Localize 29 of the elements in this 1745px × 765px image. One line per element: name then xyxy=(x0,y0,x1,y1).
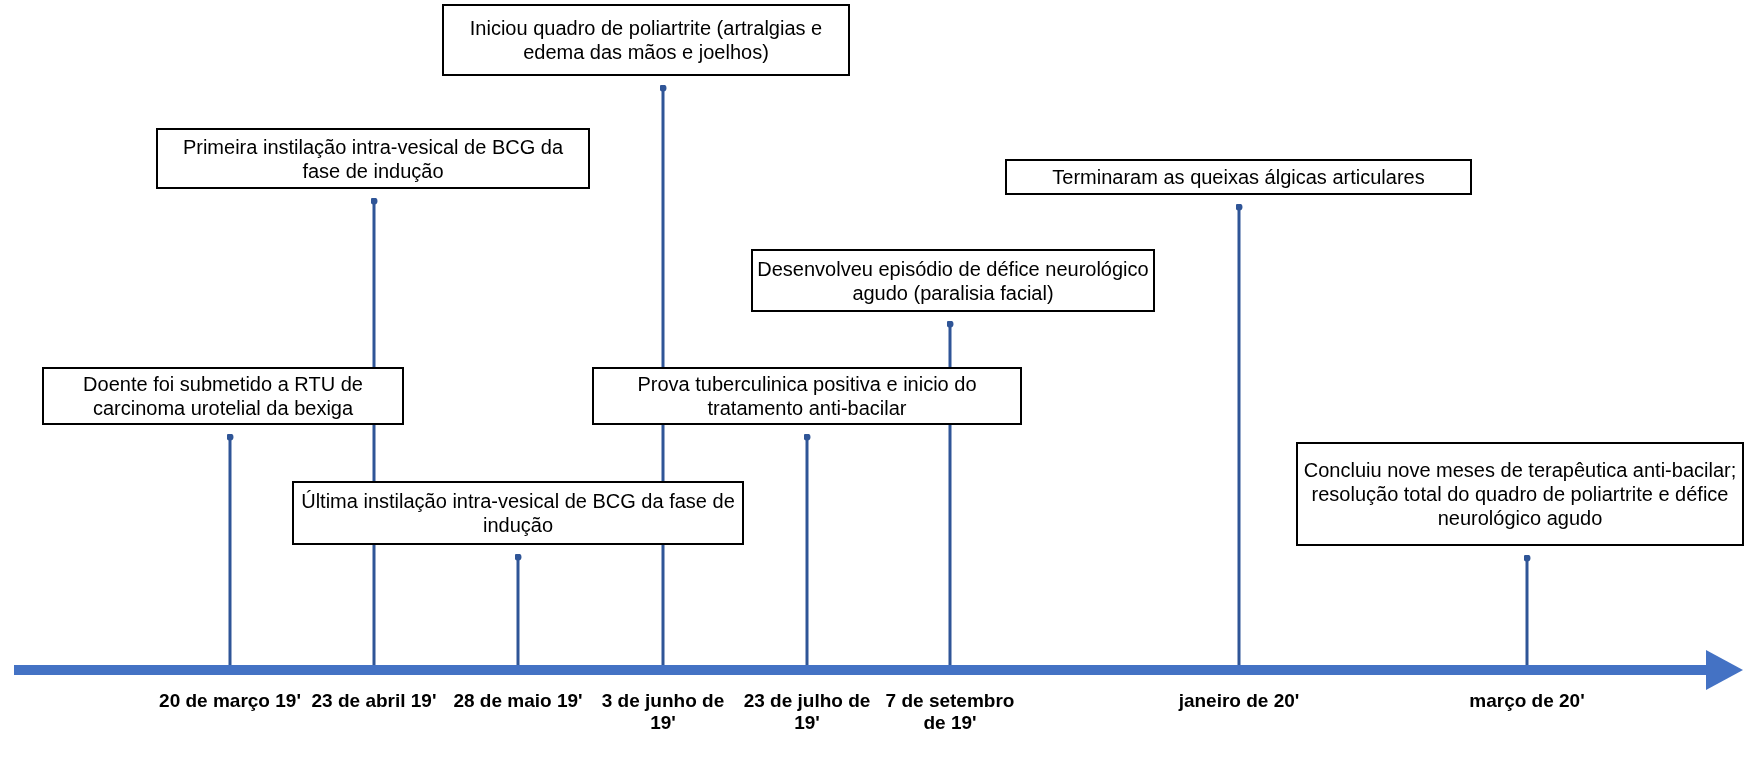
event-box xyxy=(292,481,744,545)
event-box xyxy=(1296,442,1744,546)
leader-line xyxy=(803,433,811,665)
date-label: 7 de setembro de 19' xyxy=(884,690,1016,734)
date-label: 23 de julho de 19' xyxy=(742,690,872,734)
event-box xyxy=(592,367,1022,425)
event-text: Concluiu nove meses de terapêutica anti-bacilar; resolução total do quadro de poliartrite e défice neurológico agudo xyxy=(1302,458,1738,530)
event-text: Terminaram as queixas álgicas articulares xyxy=(1052,165,1425,189)
event-text: Prova tuberculinica positiva e inicio do tratamento anti-bacilar xyxy=(636,372,978,420)
event-box xyxy=(1005,159,1472,195)
leader-line xyxy=(226,433,234,665)
event-text: Última instilação intra-vesical de BCG da fase de indução xyxy=(300,489,736,537)
date-label: 28 de maio 19' xyxy=(452,690,584,712)
date-label: 3 de junho de 19' xyxy=(600,690,726,734)
event-box xyxy=(442,4,850,76)
event-text: Iniciou quadro de poliartrite (artralgias e edema das mãos e joelhos) xyxy=(468,16,824,64)
event-text: Primeira instilação intra-vesical de BCG da fase de indução xyxy=(181,134,565,183)
date-label: março de 20' xyxy=(1468,690,1586,712)
leader-line xyxy=(514,553,522,665)
event-text: Desenvolveu episódio de défice neurológico agudo (paralisia facial) xyxy=(757,256,1149,305)
event-box xyxy=(42,367,404,425)
event-box xyxy=(156,128,590,189)
date-label: 20 de março 19' xyxy=(158,690,302,712)
date-label: 23 de abril 19' xyxy=(310,690,438,712)
event-text: Doente foi submetido a RTU de carcinoma urotelial da bexiga xyxy=(82,372,364,420)
leader-line xyxy=(1235,203,1243,665)
event-box xyxy=(751,249,1155,312)
date-label: janeiro de 20' xyxy=(1177,690,1301,712)
leader-line xyxy=(1523,554,1531,665)
